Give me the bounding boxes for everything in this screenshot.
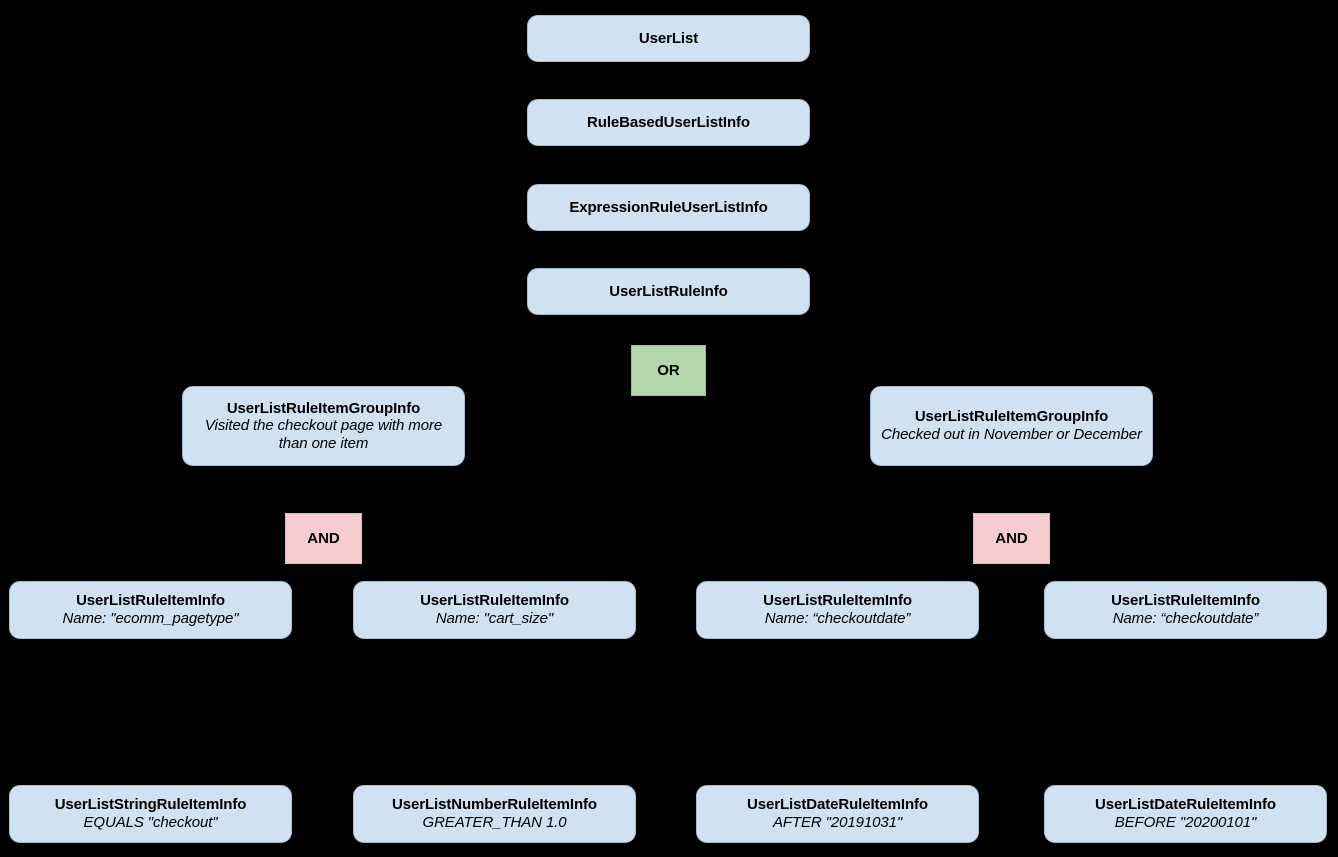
edge-rulebased-to-expression	[667, 147, 669, 176]
node-user-list-title: UserList	[638, 29, 699, 47]
node-group-right[interactable]: UserListRuleItemGroupInfo Checked out in…	[870, 386, 1153, 466]
node-rule-item-2-title: UserListRuleItemInfo	[420, 592, 569, 610]
node-rule-item-1[interactable]: UserListRuleItemInfo Name: "ecomm_pagety…	[9, 581, 292, 639]
node-user-list-rule-info[interactable]: UserListRuleInfo	[527, 268, 810, 315]
node-leaf-string-rule-item-title: UserListStringRuleItemInfo	[54, 796, 247, 814]
node-leaf-string-rule-item-subtitle: EQUALS "checkout"	[83, 814, 218, 831]
node-and-operator-left[interactable]: AND	[285, 513, 362, 564]
node-rule-based-user-list-info[interactable]: RuleBasedUserListInfo	[527, 99, 810, 146]
node-leaf-string-rule-item[interactable]: UserListStringRuleItemInfo EQUALS "check…	[9, 785, 292, 843]
edge-and-right-to-item4-h	[1011, 566, 1185, 568]
node-group-right-subtitle: Checked out in November or December	[881, 426, 1142, 443]
edge-item3-to-leaf3	[837, 639, 839, 780]
edge-arrow-ruleinfo	[662, 258, 674, 267]
node-rule-item-4-subtitle: Name: “checkoutdate”	[1112, 610, 1259, 627]
node-rule-item-2[interactable]: UserListRuleItemInfo Name: "cart_size"	[353, 581, 636, 639]
edge-item4-to-leaf4	[1184, 639, 1186, 780]
node-leaf-date-rule-item-before[interactable]: UserListDateRuleItemInfo BEFORE "2020010…	[1044, 785, 1327, 843]
edge-userlist-to-rulebased	[667, 62, 669, 91]
edge-group-left-to-and-left	[322, 466, 324, 512]
node-expression-rule-user-list-info[interactable]: ExpressionRuleUserListInfo	[527, 184, 810, 231]
edge-and-left-to-item1-v	[150, 566, 152, 582]
edge-and-left-to-item1-h	[150, 566, 323, 568]
edge-or-to-group-left-h	[323, 370, 631, 372]
node-rule-item-4[interactable]: UserListRuleItemInfo Name: “checkoutdate…	[1044, 581, 1327, 639]
edge-or-to-group-left-v	[322, 370, 324, 386]
node-group-left-subtitle: Visited the checkout page with more than…	[204, 417, 443, 452]
edge-or-to-group-right-h	[706, 370, 1012, 372]
node-rule-item-3[interactable]: UserListRuleItemInfo Name: “checkoutdate…	[696, 581, 979, 639]
node-and-operator-right-label: AND	[995, 529, 1028, 547]
node-group-left[interactable]: UserListRuleItemGroupInfo Visited the ch…	[182, 386, 465, 466]
node-leaf-date-rule-item-after-title: UserListDateRuleItemInfo	[747, 796, 928, 814]
node-leaf-number-rule-item-title: UserListNumberRuleItemInfo	[392, 796, 597, 814]
node-leaf-number-rule-item[interactable]: UserListNumberRuleItemInfo GREATER_THAN …	[353, 785, 636, 843]
edge-ruleinfo-to-or	[667, 316, 669, 344]
edge-item1-to-leaf1	[150, 639, 152, 780]
node-rule-item-3-title: UserListRuleItemInfo	[763, 592, 912, 610]
edge-group-right-to-and-right	[1010, 466, 1012, 512]
node-and-operator-left-label: AND	[307, 529, 340, 547]
node-user-list-rule-info-title: UserListRuleInfo	[609, 282, 728, 300]
node-rule-item-1-subtitle: Name: "ecomm_pagetype"	[62, 610, 239, 627]
edge-arrow-expression	[662, 173, 674, 182]
edge-and-left-to-item2-h	[323, 566, 495, 568]
node-leaf-number-rule-item-subtitle: GREATER_THAN 1.0	[422, 814, 567, 831]
edge-item2-to-leaf2	[494, 639, 496, 780]
node-leaf-date-rule-item-before-subtitle: BEFORE "20200101"	[1114, 814, 1257, 831]
node-leaf-date-rule-item-after[interactable]: UserListDateRuleItemInfo AFTER "20191031…	[696, 785, 979, 843]
node-or-operator[interactable]: OR	[631, 345, 706, 396]
node-rule-item-1-title: UserListRuleItemInfo	[76, 592, 225, 610]
edge-expression-to-ruleinfo	[667, 232, 669, 261]
node-rule-item-2-subtitle: Name: "cart_size"	[435, 610, 554, 627]
edge-arrow-rulebased	[662, 88, 674, 97]
edge-and-left-to-item2-v	[494, 566, 496, 582]
node-rule-item-4-title: UserListRuleItemInfo	[1111, 592, 1260, 610]
edge-and-right-to-item4-v	[1184, 566, 1186, 582]
node-rule-item-3-subtitle: Name: “checkoutdate”	[764, 610, 911, 627]
node-expression-rule-user-list-info-title: ExpressionRuleUserListInfo	[569, 198, 768, 216]
node-and-operator-right[interactable]: AND	[973, 513, 1050, 564]
edge-and-right-to-item3-v	[837, 566, 839, 582]
node-leaf-date-rule-item-before-title: UserListDateRuleItemInfo	[1095, 796, 1276, 814]
edge-or-to-group-right-v	[1010, 370, 1012, 386]
edge-and-right-to-item3-h	[837, 566, 1011, 568]
node-group-left-title: UserListRuleItemGroupInfo	[226, 399, 421, 417]
node-user-list[interactable]: UserList	[527, 15, 810, 62]
node-rule-based-user-list-info-title: RuleBasedUserListInfo	[587, 113, 750, 131]
node-group-right-title: UserListRuleItemGroupInfo	[914, 408, 1109, 426]
node-leaf-date-rule-item-after-subtitle: AFTER "20191031"	[772, 814, 903, 831]
node-or-operator-label: OR	[657, 361, 680, 379]
